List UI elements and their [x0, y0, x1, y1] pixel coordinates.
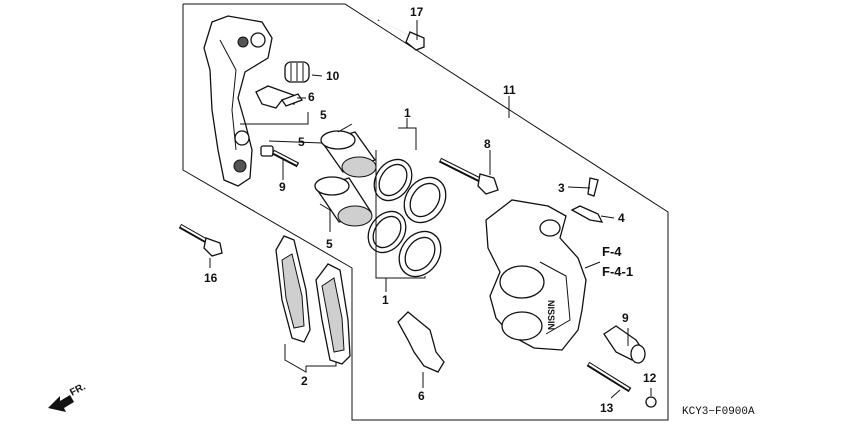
front-direction-arrow-icon: FR.: [48, 381, 88, 412]
part-5-piston-lower: [314, 176, 373, 227]
part-6-retainer-clip: [397, 311, 445, 373]
reference-f41: F-4-1: [602, 264, 633, 279]
part-8-pad-spring: [255, 85, 303, 109]
caliper-bracket: [203, 15, 273, 187]
callout-7: 5: [320, 108, 327, 122]
diagram-code: KCY3−F0900A: [682, 406, 755, 418]
callout-5-top: 5: [298, 135, 305, 149]
callout-9: 9: [279, 180, 286, 194]
callout-12: 10: [326, 69, 340, 83]
callout-6: 6: [418, 389, 425, 403]
callout-1-bottom: 1: [382, 293, 389, 307]
callout-15: 13: [600, 401, 614, 415]
callout-11: 9: [622, 311, 629, 325]
part-3-bleeder: [587, 177, 599, 197]
caliper-body: NISSIN: [485, 199, 587, 351]
part-1-seals-lower: [367, 210, 442, 278]
assembly-frame: [182, 3, 669, 421]
callout-14: 12: [643, 371, 657, 385]
leader-lines: [209, 20, 652, 399]
part-16-bolt: [178, 223, 223, 257]
callout-17: 17: [410, 5, 424, 19]
callout-4: 4: [618, 211, 625, 225]
part-4-cap: [570, 205, 604, 223]
callout-8: 6: [308, 90, 315, 104]
part-2-pad-inner: [315, 263, 351, 365]
callout-10: 8: [484, 137, 491, 151]
front-marker-text: FR.: [68, 381, 88, 398]
part-10-pin-bolt: [438, 157, 499, 195]
callout-16: 16: [204, 271, 218, 285]
part-1-seals-upper: [373, 158, 447, 224]
part-17-bolt: [377, 19, 425, 51]
part-12-boot: [284, 61, 310, 83]
part-11-boot: [603, 325, 646, 364]
part-2-pad-outer: [275, 235, 311, 343]
caliper-brand-mark: NISSIN: [546, 300, 556, 330]
part-15-pin: [586, 361, 632, 393]
reference-f4: F-4: [602, 244, 622, 259]
part-9-pin: [260, 145, 300, 168]
callout-3: 3: [558, 181, 565, 195]
part-5-piston-upper: [320, 130, 377, 178]
callout-2: 2: [301, 374, 308, 388]
callout-labels: 17 10 6 5 11 1 5 8 3 4 9 5 16 1 9 2 6 12…: [204, 5, 657, 415]
callout-5-bottom: 5: [326, 237, 333, 251]
callout-1-top: 1: [404, 106, 411, 120]
part-14-nut: [645, 396, 657, 408]
callout-13: 11: [503, 83, 516, 97]
